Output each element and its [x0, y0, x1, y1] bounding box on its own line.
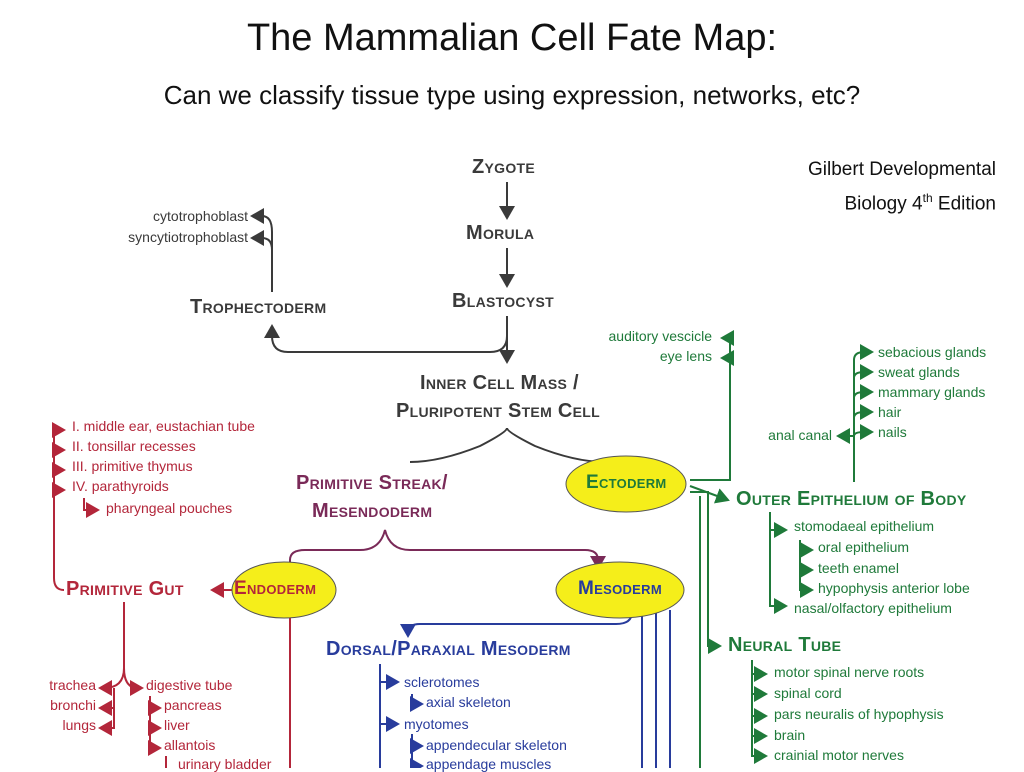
label-pharyngeal-3: III. primitive thymus: [72, 458, 193, 474]
label-oral-epithelium: oral epithelium: [818, 539, 910, 555]
label-trachea: trachea: [49, 677, 96, 693]
node-neural-tube: Neural Tube: [728, 634, 842, 656]
label-syncytiotrophoblast: syncytiotrophoblast: [128, 229, 248, 245]
node-zygote: Zygote: [472, 156, 536, 178]
node-pluripotent-stem-cell: Pluripotent Stem Cell: [396, 400, 600, 422]
label-liver: liver: [164, 717, 190, 733]
slide-subtitle: Can we classify tissue type using expres…: [163, 80, 861, 110]
label-appendage-muscles: appendage muscles: [426, 756, 552, 772]
slide-title: The Mammalian Cell Fate Map:: [246, 17, 778, 59]
label-motor-spinal-nerve-roots: motor spinal nerve roots: [774, 664, 925, 680]
label-stomodaeal-epithelium: stomodaeal epithelium: [794, 518, 935, 534]
label-hair: hair: [878, 404, 902, 420]
label-nasal-olfactory-epithelium: nasal/olfactory epithelium: [794, 600, 952, 616]
label-bronchi: bronchi: [50, 697, 96, 713]
citation-line2-prefix: Biology 4: [844, 193, 923, 215]
label-teeth-enamel: teeth enamel: [818, 560, 899, 576]
node-morula: Morula: [466, 222, 535, 244]
label-crainial-motor-nerves: crainial motor nerves: [774, 747, 904, 763]
label-pharyngeal-4: IV. parathyroids: [72, 478, 169, 494]
label-mammary-glands: mammary glands: [878, 384, 986, 400]
label-anal-canal: anal canal: [768, 427, 832, 443]
label-pharyngeal-pouches: pharyngeal pouches: [106, 500, 233, 516]
label-sweat-glands: sweat glands: [878, 364, 960, 380]
label-axial-skeleton: axial skeleton: [426, 694, 511, 710]
node-blastocyst: Blastocyst: [452, 290, 554, 312]
citation-line2-suffix: Edition: [932, 193, 996, 215]
label-myotomes: myotomes: [404, 716, 469, 732]
node-mesoderm: Mesoderm: [578, 578, 662, 599]
label-cytotrophoblast: cytotrophoblast: [153, 208, 248, 224]
label-urinary-bladder: urinary bladder: [178, 756, 272, 772]
node-inner-cell-mass: Inner Cell Mass /: [420, 372, 579, 394]
label-eye-lens: eye lens: [659, 348, 712, 364]
node-trophectoderm: Trophectoderm: [190, 296, 327, 318]
node-primitive-gut: Primitive Gut: [66, 578, 184, 600]
label-brain: brain: [774, 727, 806, 743]
label-pancreas: pancreas: [164, 697, 222, 713]
citation: Gilbert Developmental Biology 4th Editio…: [808, 156, 996, 218]
label-sclerotomes: sclerotomes: [404, 674, 480, 690]
label-pars-neuralis: pars neuralis of hypophysis: [774, 706, 944, 722]
label-sebacious-glands: sebacious glands: [878, 344, 987, 360]
node-outer-epithelium: Outer Epithelium of Body: [736, 488, 967, 510]
label-pharyngeal-1: I. middle ear, eustachian tube: [72, 418, 255, 434]
label-pharyngeal-2: II. tonsillar recesses: [72, 438, 196, 454]
label-lungs: lungs: [62, 717, 96, 733]
label-auditory-vescicle: auditory vescicle: [608, 328, 713, 344]
label-appendecular-skeleton: appendecular skeleton: [426, 737, 567, 753]
node-mesendoderm: Mesendoderm: [312, 500, 433, 522]
label-spinal-cord: spinal cord: [774, 685, 842, 701]
label-nails: nails: [878, 424, 907, 440]
node-endoderm: Endoderm: [234, 578, 317, 599]
label-digestive-tube: digestive tube: [146, 677, 233, 693]
node-primitive-streak: Primitive Streak/: [296, 472, 448, 494]
citation-line1: Gilbert Developmental: [808, 159, 996, 180]
node-ectoderm: Ectoderm: [586, 472, 667, 493]
label-hypophysis-anterior-lobe: hypophysis anterior lobe: [818, 580, 970, 596]
node-dorsal-paraxial-mesoderm: Dorsal/Paraxial Mesoderm: [326, 638, 571, 660]
citation-superscript: th: [922, 191, 933, 205]
label-allantois: allantois: [164, 737, 216, 753]
